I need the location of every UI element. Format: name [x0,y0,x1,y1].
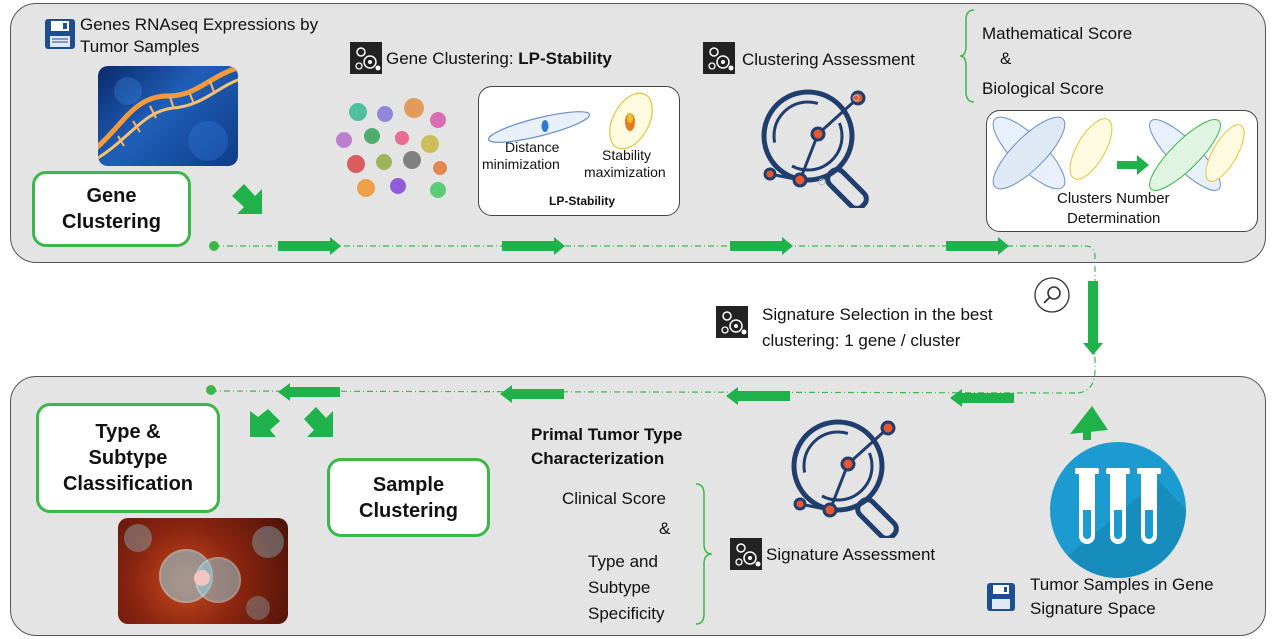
gene-clustering-step: Gene Clustering: LP-Stability [386,48,612,70]
specificity-brace [695,483,713,625]
cluster-scatter [336,98,447,198]
type-box-line1: Type & [95,421,161,443]
gene-clustering-step-method: LP-Stability [518,49,612,68]
specificity-line3: Specificity [588,604,665,623]
right-flow-line [1074,245,1096,394]
arrow-diag-down-left [250,409,280,437]
signature-selection-line2: clustering: 1 gene / cluster [762,331,961,350]
gear-robot-icon [703,42,735,74]
signature-selection-line1: Signature Selection in the best [762,305,993,324]
arrow-left-3 [500,385,564,403]
gene-clustering-line1: Gene [86,185,137,207]
bottom-flow-line [211,390,1076,394]
type-subtype-classification-box: Type & Subtype Classification [36,403,220,513]
signature-assessment: Signature Assessment [766,545,936,564]
clusters-number-ellipses [992,116,1245,191]
floppy-disk-icon [44,18,76,50]
arrow-down [1083,281,1103,355]
clustering-assessment: Clustering Assessment [742,50,915,69]
type-box-line2: Subtype [88,447,168,469]
biological-score: Biological Score [982,79,1104,98]
cluster-blobs [336,98,447,198]
sample-box-line2: Clustering [359,499,458,522]
lp-stability-box: Distance minimization Stability maximiza… [478,86,680,216]
bottom-amp: & [659,519,671,538]
search-icon [1033,276,1071,314]
primal-tumor-line2: Characterization [531,449,665,468]
arrow-left-2 [726,387,790,405]
gear-robot-icon [730,538,762,570]
data-title-line2: Tumor Samples [80,37,200,56]
lp-stability-ellipses [487,92,653,150]
specificity-line1: Type and [588,552,658,571]
stability-maximization-line1: Stability [602,147,652,163]
gene-clustering-step-prefix: Gene Clustering: [386,49,519,68]
magnifier-network-icon [791,419,899,538]
tumor-samples-line1: Tumor Samples in Gene [1030,575,1214,594]
cells-image [118,518,288,624]
magnifier-network-icon [761,89,869,208]
arrow-up-head [1070,406,1108,434]
dna-image [98,66,238,166]
flow-end-dot [206,385,216,395]
sample-box-line1: Sample [372,473,445,496]
specificity-line2: Subtype [588,578,651,597]
clusters-number-line2: Determination [1067,210,1161,227]
gene-clustering-line2: Clustering [62,211,161,233]
test-tubes-icon [1050,442,1186,578]
arrow-left-4 [278,383,340,401]
stability-maximization-line2: maximization [584,164,666,180]
lp-stability-label: LP-Stability [549,194,616,208]
gear-robot-icon [716,306,748,338]
clinical-score: Clinical Score [562,489,666,508]
scores-brace [959,9,975,103]
floppy-disk-icon [986,582,1016,612]
distance-minimization-line1: Distance [505,139,560,155]
primal-tumor-line1: Primal Tumor Type [531,425,683,444]
arrow-diag-top [232,184,262,214]
arrow-left-1 [950,389,1014,407]
arrow-right-1 [278,237,341,255]
clusters-number-line1: Clusters Number [1057,190,1170,207]
mathematical-score: Mathematical Score [982,24,1133,43]
arrow-right-4 [946,237,1009,255]
gear-robot-icon [350,42,382,74]
type-box-line3: Classification [62,473,194,495]
scores-amp: & [1000,49,1012,68]
data-title-line1: Genes RNAseq Expressions by [80,15,319,34]
arrow-right-3 [730,237,793,255]
clusters-number-box: Clusters Number Determination [986,110,1258,232]
tumor-samples-line2: Signature Space [1030,599,1156,618]
distance-minimization-line2: minimization [482,156,560,172]
arrow-right-2 [502,237,565,255]
arrow-diag-down-right [304,407,333,437]
